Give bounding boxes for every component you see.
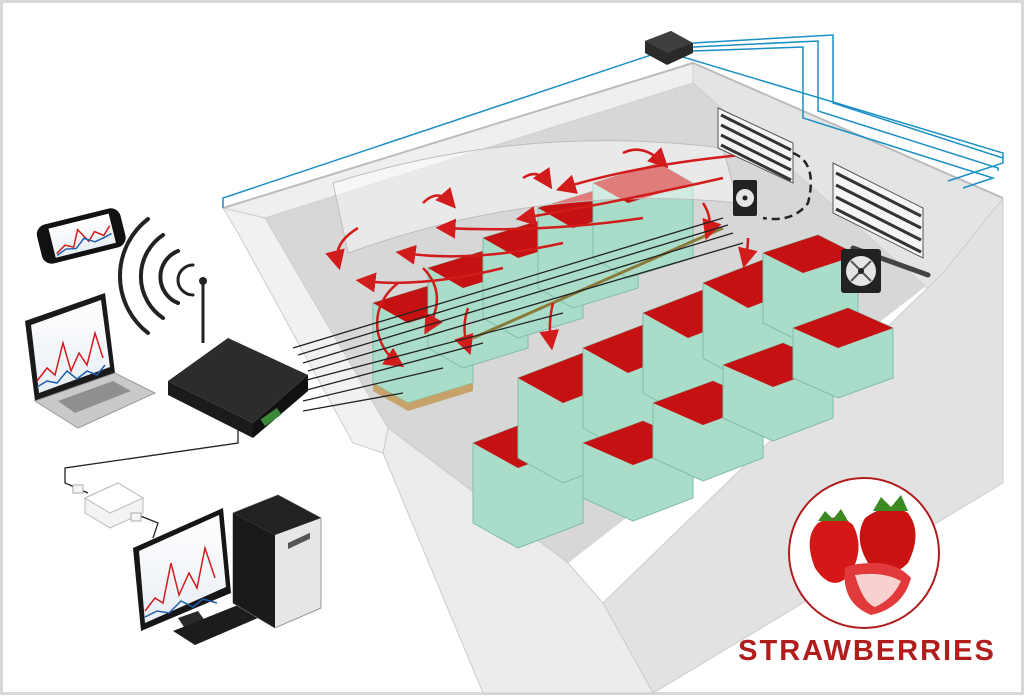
airflow-arrow bbox=[395, 241, 564, 265]
strawberry-icon bbox=[859, 495, 916, 573]
crate-fruit-top bbox=[763, 235, 858, 273]
blue-cable bbox=[692, 46, 996, 189]
blue-cable bbox=[692, 40, 999, 171]
cold-storage-diagram bbox=[25, 31, 1004, 694]
airflow-arrow bbox=[325, 226, 359, 271]
airflow-arrow bbox=[522, 167, 553, 190]
room-floor bbox=[265, 83, 943, 563]
airflow-arrow bbox=[515, 176, 724, 226]
airflow-arrows bbox=[325, 147, 764, 368]
airflow-arrow bbox=[622, 147, 669, 169]
strawberry-half-icon bbox=[844, 563, 911, 615]
wireless-signal-icon bbox=[118, 217, 195, 335]
strawberry-badge bbox=[788, 477, 940, 629]
crate-fruit-top bbox=[593, 163, 693, 203]
airflow-arrow bbox=[539, 302, 560, 351]
air-vent-icon bbox=[832, 162, 924, 259]
cold-room bbox=[221, 61, 1004, 694]
airflow-arrow bbox=[355, 266, 504, 293]
strawberry-icon bbox=[809, 509, 859, 583]
crate-row-front bbox=[472, 234, 894, 549]
crate-row-back bbox=[372, 162, 694, 411]
fan-icon bbox=[841, 249, 881, 293]
fan-icon bbox=[733, 180, 757, 216]
desktop-computer-icon bbox=[133, 494, 322, 645]
smartphone-icon bbox=[36, 208, 126, 264]
airflow-arrow bbox=[738, 237, 758, 269]
pallet bbox=[373, 383, 473, 411]
laptop-icon bbox=[25, 293, 157, 429]
room-wall-top-edge bbox=[222, 61, 1004, 209]
vent-lower bbox=[832, 162, 924, 259]
room-left-wall bbox=[221, 207, 389, 454]
airflow-arrow bbox=[422, 187, 456, 209]
ethernet-cable bbox=[64, 423, 239, 494]
vent-upper bbox=[717, 107, 794, 184]
product-title: STRAWBERRIES bbox=[738, 635, 996, 667]
airflow-arrow bbox=[375, 282, 405, 368]
sensor-hub-icon bbox=[72, 482, 145, 529]
airflow-arrow bbox=[454, 307, 474, 356]
airflow-arrow bbox=[435, 216, 644, 239]
air-vent-icon bbox=[717, 107, 794, 184]
sensor-rail bbox=[472, 226, 724, 340]
air-return-duct bbox=[762, 151, 813, 221]
remote-module-icon bbox=[645, 31, 693, 65]
datalogger-gateway-icon bbox=[168, 277, 308, 438]
airflow-arrow bbox=[422, 267, 443, 335]
crate-fruit-top bbox=[793, 308, 893, 348]
